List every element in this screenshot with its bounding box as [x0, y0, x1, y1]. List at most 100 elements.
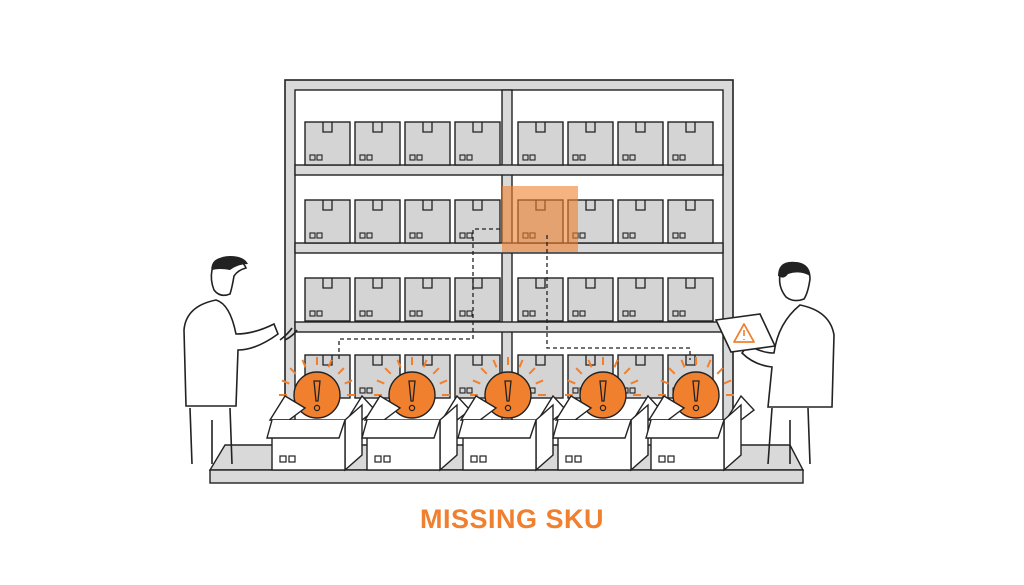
box-body	[567, 277, 614, 322]
box-label	[629, 387, 636, 394]
box-body	[617, 199, 664, 244]
box-label	[466, 154, 473, 161]
alert-ray	[660, 379, 669, 385]
box-label	[459, 154, 466, 161]
box-tape	[422, 200, 433, 211]
shelf-box	[517, 121, 564, 166]
dashed-trace-line	[338, 228, 500, 360]
shelf-box	[567, 121, 614, 166]
alert-ray	[327, 359, 333, 368]
box-body	[517, 121, 564, 166]
alert-ray	[432, 367, 440, 375]
box-label	[309, 232, 316, 239]
shelf-box	[304, 121, 351, 166]
shelf-box	[304, 199, 351, 244]
box-label	[572, 154, 579, 161]
alert-ray	[337, 367, 345, 375]
alert-ray	[528, 367, 536, 375]
shelf-box	[404, 277, 451, 322]
worker-hand	[279, 327, 298, 341]
box-tape	[472, 200, 483, 211]
exclamation-dot	[408, 404, 416, 412]
box-label	[409, 232, 416, 239]
box-label	[579, 232, 586, 239]
box-label	[572, 387, 579, 394]
shelf-box	[667, 277, 714, 322]
box-label	[572, 310, 579, 317]
alert-ray	[281, 379, 290, 385]
box-tape	[585, 122, 596, 133]
shelf-box	[354, 199, 401, 244]
worker-right	[740, 261, 835, 465]
box-label	[316, 232, 323, 239]
missing-slot-highlight	[502, 186, 578, 252]
shelf-box	[454, 121, 501, 166]
exclamation-mark	[692, 380, 700, 402]
exclamation-mark	[504, 380, 512, 402]
box-label	[309, 154, 316, 161]
open-box	[361, 394, 472, 472]
shelf-box	[617, 277, 664, 322]
worker-hair	[212, 256, 248, 270]
box-tape	[535, 355, 546, 366]
worker-legs	[189, 407, 233, 465]
box-label	[359, 387, 366, 394]
shelf-box	[304, 277, 351, 322]
alert-ray	[668, 367, 676, 375]
box-label	[459, 310, 466, 317]
box-tape	[635, 122, 646, 133]
box-label	[629, 232, 636, 239]
alert-badge	[565, 357, 641, 419]
box-body	[667, 121, 714, 166]
box-body	[454, 277, 501, 322]
box-label	[667, 455, 675, 463]
box-body	[304, 121, 351, 166]
box-label	[565, 455, 573, 463]
box-label	[522, 310, 529, 317]
box-body	[617, 121, 664, 166]
box-label	[359, 310, 366, 317]
box-body	[354, 277, 401, 322]
box-label	[466, 310, 473, 317]
box-label	[383, 455, 391, 463]
alert-badge	[658, 357, 734, 419]
box-front-flap	[457, 419, 537, 439]
box-label	[366, 387, 373, 394]
caption-missing-sku: MISSING SKU	[419, 504, 605, 534]
dashed-trace-line	[546, 235, 691, 360]
box-tape	[685, 122, 696, 133]
alert-ray	[344, 379, 353, 385]
box-tape	[585, 200, 596, 211]
alert-badge	[374, 357, 450, 419]
box-label	[479, 455, 487, 463]
box-label	[629, 154, 636, 161]
warning-triangle-icon	[733, 323, 755, 343]
shelf-box	[454, 277, 501, 322]
box-label	[466, 232, 473, 239]
shelf-box	[404, 121, 451, 166]
box-label	[416, 154, 423, 161]
box-label	[366, 310, 373, 317]
alert-ray	[439, 379, 448, 385]
alert-ray	[480, 367, 488, 375]
box-front-flap	[645, 419, 725, 439]
box-tape	[472, 122, 483, 133]
alert-ray	[723, 379, 732, 385]
box-label	[309, 310, 316, 317]
box-tape	[322, 355, 333, 366]
shelf-box	[617, 121, 664, 166]
open-box	[266, 394, 377, 472]
alert-ray	[376, 379, 385, 385]
box-label	[359, 232, 366, 239]
box-label	[409, 154, 416, 161]
box-tape	[372, 200, 383, 211]
alert-ray	[575, 367, 583, 375]
box-body	[454, 199, 501, 244]
shelf-plank	[294, 321, 724, 333]
box-body	[667, 199, 714, 244]
shelf-box	[354, 121, 401, 166]
box-label	[679, 154, 686, 161]
box-label	[679, 232, 686, 239]
alert-badge	[470, 357, 546, 419]
box-label	[574, 455, 582, 463]
